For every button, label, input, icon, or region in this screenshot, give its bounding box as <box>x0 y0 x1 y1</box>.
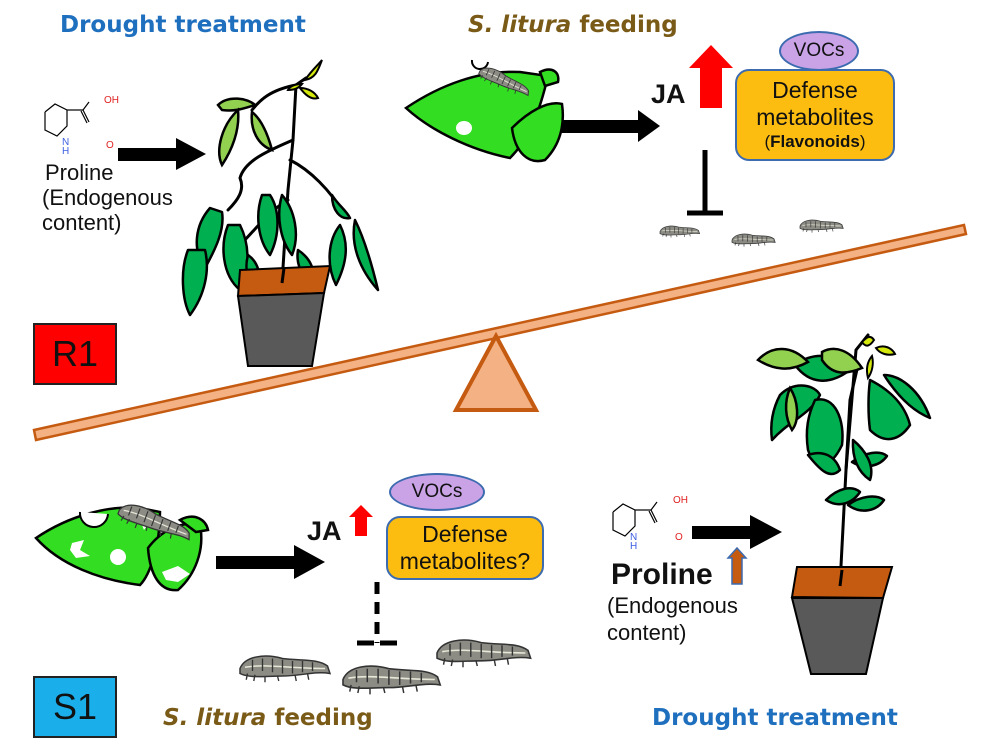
species-name: S. litura <box>468 12 572 38</box>
proline-note-line2-bottom: content) <box>607 620 687 645</box>
flavonoids-note: (Flavonoids) <box>764 132 866 151</box>
vocs-bubble-top: VOCs <box>779 31 859 71</box>
defense-line2: metabolites <box>756 104 874 130</box>
feeding-title-bottom: S. litura feeding <box>163 705 373 731</box>
proline-h-bottom: H <box>630 541 638 552</box>
inhibition-dashed <box>357 582 397 646</box>
feeding-word: feeding <box>571 12 678 38</box>
defense-line2: metabolites? <box>399 548 531 574</box>
drooping-plant <box>181 59 380 367</box>
proline-structure-bottom <box>612 501 658 537</box>
proline-n-top: N <box>62 137 70 148</box>
larva-bottom-3 <box>436 639 532 669</box>
arrow-feeding-to-ja-bottom <box>216 545 325 579</box>
proline-up-arrow <box>726 546 748 585</box>
proline-o-bottom: O <box>675 532 683 543</box>
arrow-proline-to-plant-bottom <box>692 515 782 549</box>
ja-up-arrow-small <box>349 505 373 536</box>
defense-metabolites-box-top: Defense metabolites (Flavonoids) <box>735 69 895 161</box>
s1-badge: S1 <box>33 676 117 738</box>
proline-label-top: Proline <box>45 160 114 185</box>
arrow-feeding-to-ja-top <box>560 110 660 142</box>
vocs-bubble-bottom: VOCs <box>389 473 485 511</box>
larva-top-2 <box>731 233 776 247</box>
proline-n-bottom: N <box>630 532 638 543</box>
larva-bottom-2 <box>342 665 442 696</box>
feeding-word: feeding <box>266 705 373 731</box>
proline-oh-top: OH <box>104 95 119 106</box>
arrow-proline-to-plant-top <box>118 138 206 170</box>
healthy-plant <box>756 333 932 675</box>
r1-badge: R1 <box>33 323 117 385</box>
proline-note-line1-top: (Endogenous <box>42 185 173 210</box>
drought-title-top: Drought treatment <box>60 12 306 38</box>
defense-line1: Defense <box>422 521 508 547</box>
damaged-leaves-bottom <box>34 499 210 592</box>
defense-line1: Defense <box>772 77 858 103</box>
pot-body <box>236 291 326 367</box>
pot-body <box>790 597 885 675</box>
proline-h-top: H <box>62 146 70 157</box>
proline-o-top: O <box>106 140 114 151</box>
ja-label-top: JA <box>651 79 686 109</box>
ja-label-bottom: JA <box>307 516 342 546</box>
proline-note-line1-bottom: (Endogenous <box>607 593 738 618</box>
ja-up-arrow-large <box>689 45 733 108</box>
proline-structure-top <box>44 101 90 137</box>
seesaw-fulcrum <box>452 331 540 412</box>
proline-note-line2-top: content) <box>42 210 122 235</box>
feeding-title-top: S. litura feeding <box>468 12 678 38</box>
drought-title-bottom: Drought treatment <box>652 705 898 731</box>
species-name: S. litura <box>163 705 267 731</box>
inhibition-solid <box>687 150 723 216</box>
proline-oh-bottom: OH <box>673 495 688 506</box>
larva-bottom-1 <box>239 655 331 683</box>
flavonoids-label: Flavonoids <box>770 132 860 151</box>
proline-label-bottom: Proline <box>611 558 713 591</box>
seesaw <box>32 223 968 442</box>
damaged-leaves-top <box>403 59 564 163</box>
larva-top-1 <box>659 225 700 238</box>
seesaw-beam <box>32 223 968 442</box>
larva-top-3 <box>799 219 844 233</box>
defense-metabolites-box-bottom: Defense metabolites? <box>386 516 544 580</box>
